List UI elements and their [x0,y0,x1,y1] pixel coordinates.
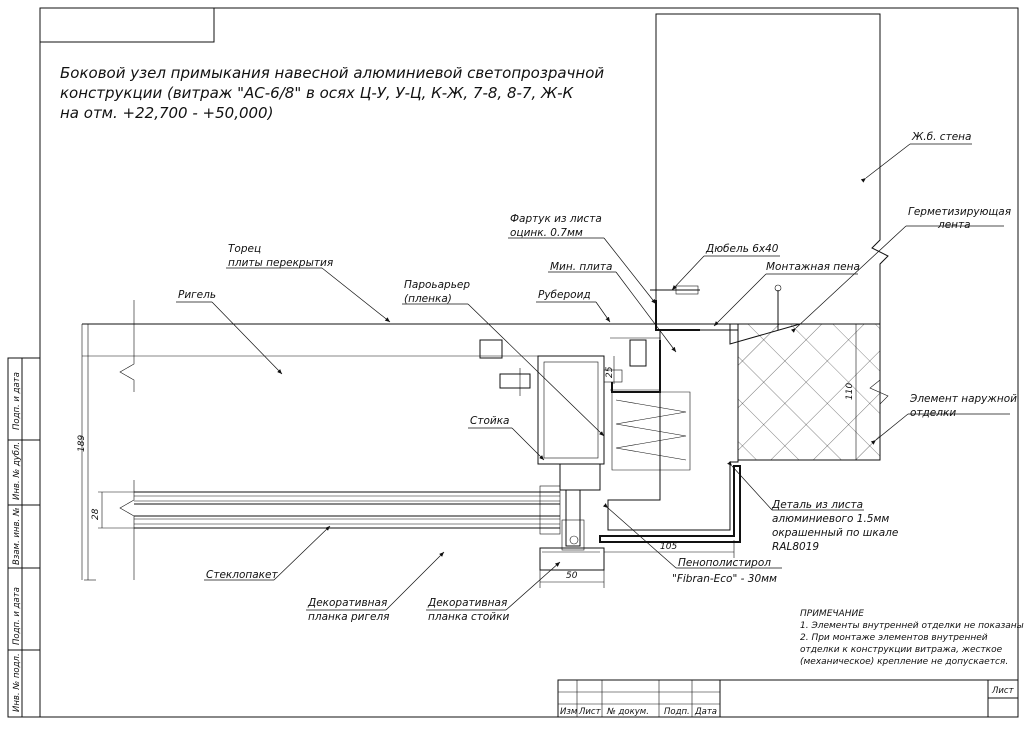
side-vzam-inv: Взам. инв. № [12,507,22,565]
dim-28: 28 [91,508,101,520]
label-sealing-tape-1: Герметизирующая [908,206,1011,218]
title-line-1: Боковой узел примыкания навесной алюмини… [60,64,604,82]
notes-2a: 2. При монтаже элементов внутренней [800,633,988,643]
stamp-data: Дата [694,707,717,717]
dim-50: 50 [566,571,578,581]
label-stoika: Стойка [470,415,509,427]
label-deco-stoika-1: Декоративная [427,597,507,609]
label-vapor-1: Пароьарьер [404,279,470,291]
dim-189: 189 [77,435,87,452]
label-vapor-2: (пленка) [404,293,452,305]
label-apron-2: оцинк. 0.7мм [510,227,583,239]
side-podp-data-1: Подп. и дата [12,372,22,430]
sealing-tape [729,323,801,345]
label-detail-4: RAL8019 [772,541,819,553]
dim-25: 25 [605,366,615,378]
aluminium-sheet-detail [599,465,741,543]
label-cladding-2: отделки [910,407,956,419]
mullion-profile [537,355,605,571]
notes-2b: отделки к конструкции витража, жесткое [800,645,1003,655]
label-detail-1: Деталь из листа [771,499,863,511]
notes-2c: (механическое) крепление не допускается. [800,657,1008,667]
title-line-3: на отм. +22,700 - +50,000) [60,104,273,122]
dim-110: 110 [845,383,855,400]
label-zb-wall: Ж.б. стена [911,131,971,143]
label-apron-1: Фартук из листа [510,213,602,225]
notes-heading: ПРИМЕЧАНИЕ [800,609,864,619]
notes-1: 1. Элементы внутренней отделки не показа… [800,621,1024,631]
label-slab-end-1: Торец [228,243,261,255]
concrete-wall [655,13,889,325]
anchors [479,284,782,396]
label-cladding-1: Элемент наружной [909,393,1017,405]
callouts: Ж.б. стена Герметизирующая лента Фартук … [176,131,1017,623]
label-polystyrene-2: "Fibran-Eco" - 30мм [672,573,777,585]
label-deco-rigel-1: Декоративная [307,597,387,609]
cladding-element [737,323,889,461]
stamp-list-box: Лист [991,686,1015,696]
label-detail-2: алюминиевого 1.5мм [772,513,889,525]
vapor-barrier-line [611,340,661,393]
notes: ПРИМЕЧАНИЕ 1. Элементы внутренней отделк… [800,609,1024,667]
side-podp-data-2: Подп. и дата [12,587,22,645]
stamp-izm: Изм [560,707,578,717]
apron-sheet [655,300,700,331]
label-deco-rigel-2: планка ригеля [308,611,389,623]
title-line-2: конструкции (витраж "АС-6/8" в осях Ц-У,… [60,84,575,102]
label-ruberoid: Рубероид [538,289,591,301]
stamp-podp: Подп. [664,707,690,717]
insulation [607,329,739,531]
label-dowel: Дюбель 6х40 [705,243,779,255]
stamp-ndoc: № докум. [606,707,649,717]
label-min-wool: Мин. плита [550,261,612,273]
top-left-stamp [39,7,215,43]
label-slab-end-2: плиты перекрытия [228,257,333,269]
stamp-list: Лист [578,707,602,717]
dimensions: 189 28 25 110 105 50 [77,323,880,588]
side-inv-dubl: Инв. № дубл. [12,442,22,500]
glass-unit [134,485,561,535]
label-foam: Монтажная пена [766,261,860,273]
label-deco-stoika-2: планка стойки [428,611,509,623]
dim-105: 105 [660,542,677,552]
title-block: Изм Лист № докум. Подп. Дата Лист [557,679,1019,718]
side-stamp: Подп. и дата Инв. № дубл. Взам. инв. № П… [7,357,41,718]
label-glass-unit: Стеклопакет [206,569,278,581]
label-polystyrene-1: Пенополистирол [678,557,771,569]
label-detail-3: окрашенный по шкале [772,527,898,539]
side-inv-podl: Инв. № подл. [12,653,22,712]
label-rigel: Ригель [178,289,216,301]
label-sealing-tape-2: лента [937,219,971,231]
